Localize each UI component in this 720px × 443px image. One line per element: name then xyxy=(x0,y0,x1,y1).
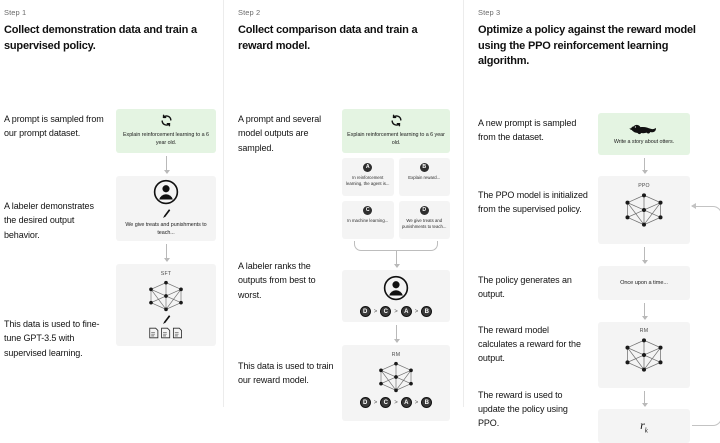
step-1-column: Step 1 Collect demonstration data and tr… xyxy=(0,0,223,407)
documents-icon xyxy=(149,327,183,339)
step-2-option-grid: A In reinforcement learning, the agent i… xyxy=(342,158,450,240)
step-3-ppo-box: PPO xyxy=(598,175,690,244)
step-3-column: Step 3 Optimize a policy against the rew… xyxy=(463,0,720,443)
option-text-a: In reinforcement learning, the agent is.… xyxy=(346,175,390,187)
refresh-icon xyxy=(160,114,173,127)
step-2-prompt-text: Explain reinforcement learning to a 6 ye… xyxy=(347,132,445,147)
step-3-arrow-2 xyxy=(641,246,648,264)
step-3-arrow-4 xyxy=(641,390,648,407)
option-text-b: Explain reward... xyxy=(408,175,441,181)
rank-badge-4: B xyxy=(421,306,433,318)
step-2-labeler-box: D > C > A > B xyxy=(342,270,450,323)
rank-separator: > xyxy=(373,308,378,315)
option-card-a[interactable]: A In reinforcement learning, the agent i… xyxy=(342,158,394,197)
step-2-arrow-2 xyxy=(393,325,400,344)
pencil-icon xyxy=(162,208,171,219)
step-2-label: Step 2 xyxy=(238,8,261,17)
step-3-caption-1: A new prompt is sampled from the dataset… xyxy=(478,117,577,143)
step-1-caption-2: A labeler demonstrates the desired outpu… xyxy=(4,201,94,240)
step-1-prompt-box: Explain reinforcement learning to a 6 ye… xyxy=(116,109,216,154)
step-1-sft-box: SFT xyxy=(116,264,216,347)
step-2-caption-3: This data is used to train our reward mo… xyxy=(238,361,334,386)
step-3-caption-2: The PPO model is initialized from the su… xyxy=(478,189,588,215)
step-2-brace xyxy=(354,241,438,252)
step-3-output-text: Once upon a time... xyxy=(620,279,668,286)
step-2-caption-1: A prompt and several model outputs are s… xyxy=(238,114,322,153)
step-2-arrow-1 xyxy=(393,251,400,269)
option-badge-c: C xyxy=(363,206,373,216)
step-3-ppo-title: PPO xyxy=(638,182,650,189)
option-card-c[interactable]: C In machine learning... xyxy=(342,201,394,240)
neural-net-icon xyxy=(622,191,666,229)
option-text-d: We give treats and punishments to teach.… xyxy=(402,218,447,230)
reward-symbol: rk xyxy=(640,417,648,435)
rank-separator: > xyxy=(414,399,419,406)
refresh-icon xyxy=(390,114,403,127)
option-text-c: In machine learning... xyxy=(347,218,389,224)
step-1-arrow-2 xyxy=(163,244,170,263)
step-2-ranking-row: D > C > A > B xyxy=(359,306,433,318)
step-3-caption-4: The reward model calculates a reward for… xyxy=(478,324,581,364)
step-2-rm-box: RM xyxy=(342,345,450,422)
step-3-arrow-3 xyxy=(641,302,648,320)
rank-separator: > xyxy=(394,399,398,406)
otter-icon xyxy=(629,121,659,135)
neural-net-icon xyxy=(146,279,186,313)
step-3-rm-box: RM xyxy=(598,321,690,388)
rank-separator: > xyxy=(394,308,398,315)
step-2-column: Step 2 Collect comparison data and train… xyxy=(223,0,463,422)
step-3-title: Optimize a policy against the reward mod… xyxy=(478,24,696,68)
step-3-arrow-1 xyxy=(641,157,648,174)
option-badge-a: A xyxy=(363,163,373,173)
person-icon xyxy=(153,179,179,205)
step-2-prompt-box: Explain reinforcement learning to a 6 ye… xyxy=(342,109,450,154)
rank-badge-2: C xyxy=(380,306,392,318)
rank-separator: > xyxy=(414,308,419,315)
step-1-label: Step 1 xyxy=(4,8,27,17)
step-1-arrow-1 xyxy=(163,156,170,175)
pencil-icon xyxy=(162,314,171,325)
option-badge-d: D xyxy=(419,206,429,216)
step-3-label: Step 3 xyxy=(478,8,501,17)
step-3-caption-3: The policy generates an output. xyxy=(478,274,572,300)
rank-badge-3: A xyxy=(400,306,412,318)
step-3-feedback-loop-arrow xyxy=(691,203,720,426)
step-3-rm-title: RM xyxy=(639,327,649,334)
neural-net-icon xyxy=(622,336,666,374)
person-icon xyxy=(383,275,409,301)
step-2-caption-2: A labeler ranks the outputs from best to… xyxy=(238,261,316,300)
step-1-prompt-text: Explain reinforcement learning to a 6 ye… xyxy=(123,132,209,147)
step-1-labeler-text: We give treats and punishments to teach.… xyxy=(125,222,207,237)
step-2-title: Collect comparison data and train a rewa… xyxy=(238,24,418,52)
neural-net-icon xyxy=(376,360,416,394)
step-1-sft-title: SFT xyxy=(160,271,172,278)
option-card-d[interactable]: D We give treats and punishments to teac… xyxy=(398,201,450,240)
step-1-caption-3: This data is used to fine-tune GPT-3.5 w… xyxy=(4,319,100,358)
step-3-output-box: Once upon a time... xyxy=(598,265,690,300)
step-3-caption-5: The reward is used to update the policy … xyxy=(478,389,568,429)
option-badge-b: B xyxy=(419,163,429,173)
option-card-b[interactable]: B Explain reward... xyxy=(398,158,450,197)
rank-separator: > xyxy=(373,399,378,406)
step-1-title: Collect demonstration data and train a s… xyxy=(4,24,197,52)
step-3-reward-box: rk xyxy=(598,408,690,443)
step-2-rm-title: RM xyxy=(391,352,401,359)
step-1-caption-1: A prompt is sampled from our prompt data… xyxy=(4,114,104,139)
step-3-prompt-box: Write a story about otters. xyxy=(598,112,690,155)
step-3-prompt-text: Write a story about otters. xyxy=(613,138,675,145)
step-1-labeler-box: We give treats and punishments to teach.… xyxy=(116,176,216,242)
rank-badge-1: D xyxy=(359,306,371,318)
